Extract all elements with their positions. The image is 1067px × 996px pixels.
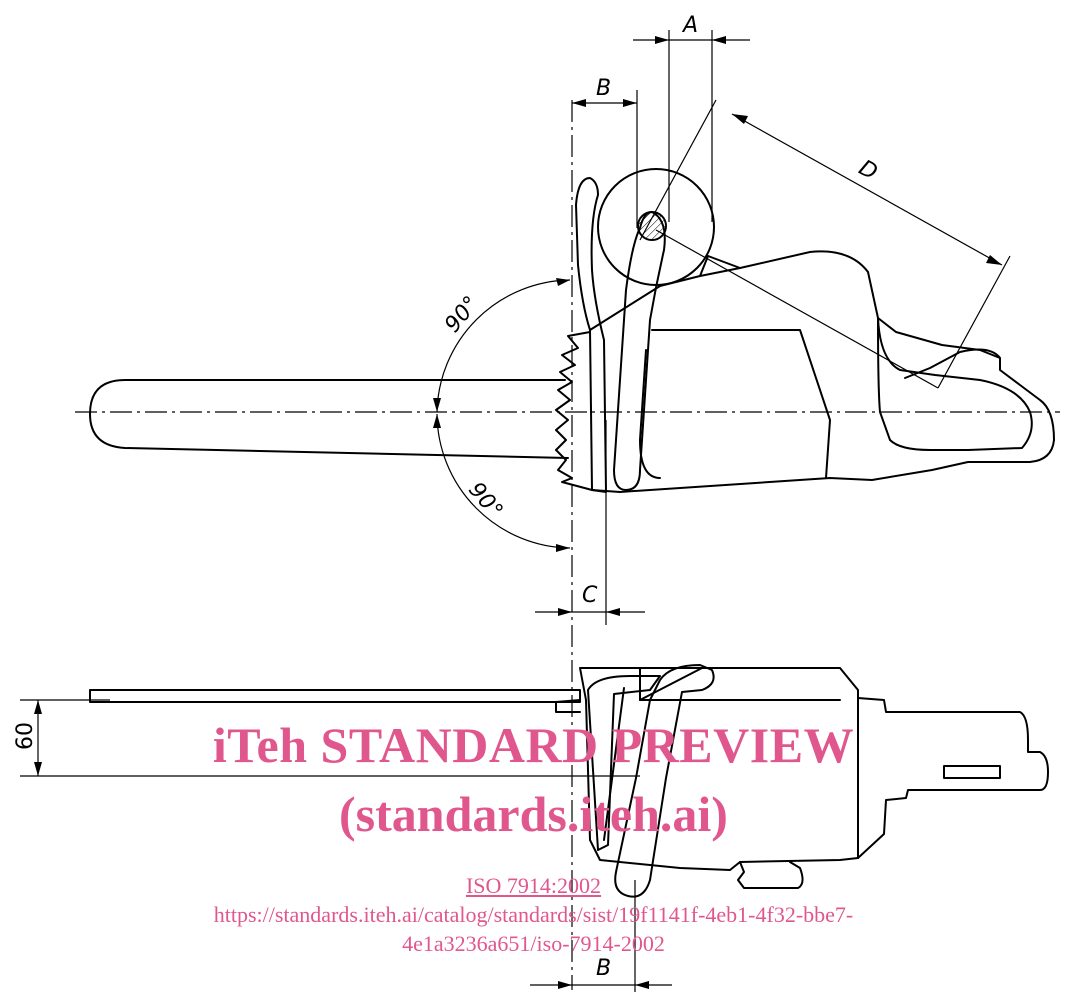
watermark-doc-id-link[interactable]: ISO 7914:2002 <box>465 873 602 898</box>
dimension-60-label: 60 <box>13 722 38 750</box>
guide-bar-top <box>89 689 581 703</box>
front-hand-guard <box>575 177 607 493</box>
dimension-B-bottom: B <box>530 880 672 992</box>
rear-handle-top <box>857 697 1049 859</box>
watermark-url-line-2[interactable]: 4e1a3236a651/iso-7914-2002 <box>402 931 665 956</box>
housing-inner-curve <box>639 349 661 479</box>
dimension-A: A <box>633 13 750 222</box>
guide-bar <box>89 379 569 459</box>
guard-edge <box>603 687 625 841</box>
bar-mount <box>555 699 581 713</box>
watermark-title: iTeh STANDARD PREVIEW <box>212 717 855 773</box>
dimension-B-top-label: B <box>596 76 611 101</box>
dimension-B-bottom-label: B <box>596 956 611 981</box>
cylinder-cover-panel <box>651 329 831 479</box>
lower-angle-arc <box>436 413 571 549</box>
lower-angle-label: 90° <box>463 478 507 524</box>
side-view: A B D C <box>75 13 1060 990</box>
dimension-C-label: C <box>582 583 598 608</box>
dimension-C: C <box>535 420 645 625</box>
dimension-B-top: B <box>572 76 638 228</box>
dimension-60: 60 <box>13 699 640 777</box>
top-cover <box>699 255 741 277</box>
dimension-A-label: A <box>681 13 698 38</box>
handle-circle <box>597 168 715 286</box>
handle-cross-section <box>637 211 667 241</box>
engine-body-top <box>579 667 859 871</box>
engine-housing <box>589 250 1055 493</box>
angle-arcs: 90° 90° <box>433 278 571 552</box>
rear-handle <box>877 317 1033 451</box>
upper-angle-label: 90° <box>440 292 484 338</box>
front-guard-top <box>587 675 661 851</box>
upper-angle-arc <box>436 279 571 413</box>
watermark-subtitle: (standards.iteh.ai) <box>339 786 728 842</box>
rear-handle-trigger <box>904 348 1001 379</box>
saw-chain-teeth <box>555 331 593 491</box>
body-left-panel <box>639 667 703 701</box>
top-view: 60 B <box>13 664 1049 992</box>
dimension-D-label: D <box>854 156 881 186</box>
dimension-D: D <box>639 99 1011 389</box>
handle-tab <box>737 861 804 889</box>
watermark-url-line-1[interactable]: https://standards.iteh.ai/catalog/standa… <box>213 902 854 927</box>
front-handle-top <box>614 664 715 898</box>
rear-handle-slot <box>943 765 1001 779</box>
